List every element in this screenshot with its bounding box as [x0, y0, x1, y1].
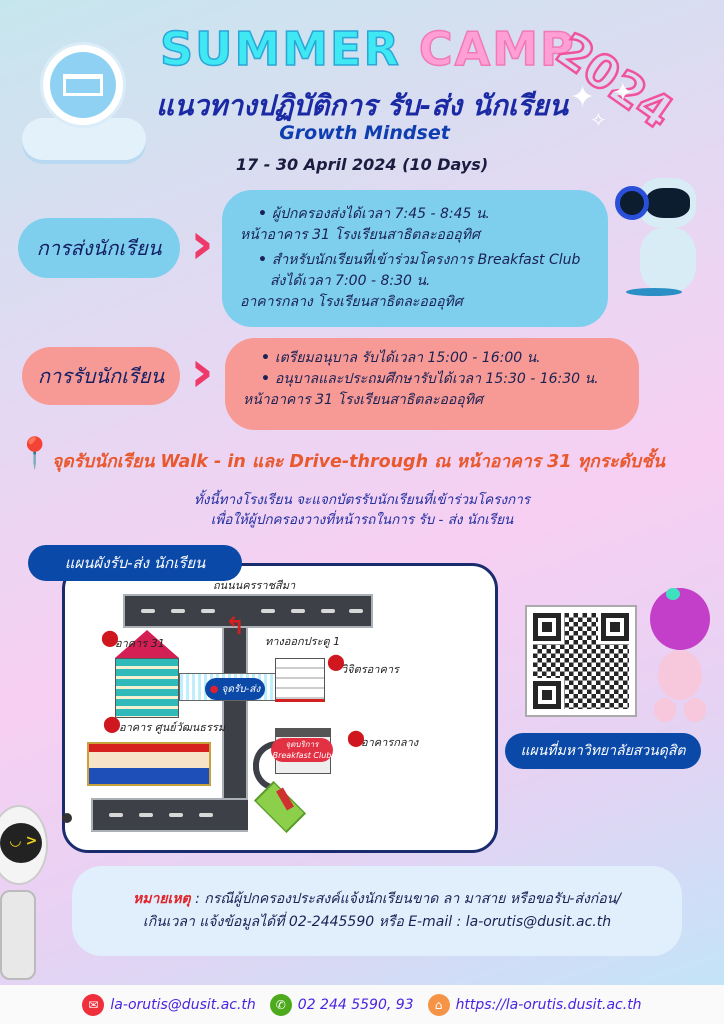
dropoff-line: สำหรับนักเรียนที่เข้าร่วมโครงการ Breakfa…: [240, 250, 590, 271]
dropoff-point-badge: ●จุดรับ-ส่ง: [205, 678, 265, 700]
map-pin-icon: ⬤: [101, 628, 119, 647]
note-box: หมายเหตุ : กรณีผู้ปกครองประสงค์แจ้งนักเร…: [72, 866, 682, 956]
location-pin-icon: 📍: [16, 436, 54, 471]
title-camp: CAMP: [418, 21, 576, 77]
central-building-label: อาคารกลาง: [361, 736, 419, 749]
building-31: [115, 658, 179, 718]
sparkle-icon: ✦: [612, 78, 634, 108]
sparkle-icon: ✦: [570, 80, 596, 115]
qr-code[interactable]: [525, 605, 637, 717]
footer-website-link[interactable]: https://la-orutis.dusit.ac.th: [455, 996, 642, 1013]
pickup-line: หน้าอาคาร 31 โรงเรียนสาธิตละอออุทิศ: [243, 392, 483, 408]
map-pin-icon: ⬤: [103, 714, 121, 733]
breakfast-point-badge: จุดบริการ Breakfast Club: [271, 738, 333, 762]
info-line: เพื่อให้ผู้ปกครองวางที่หน้ารถในการ รับ -…: [210, 512, 514, 528]
dropoff-line: อาคารกลาง โรงเรียนสาธิตละอออุทิศ: [240, 294, 463, 310]
dropoff-label: การส่งนักเรียน: [18, 218, 180, 278]
robot-magnifier-illustration: [615, 178, 700, 298]
turn-arrow-icon: ↰: [225, 612, 246, 640]
note-label: หมายเหตุ: [133, 891, 191, 907]
vijit-label: วิจิตรอาคาร: [341, 663, 399, 676]
footer-phone-text[interactable]: 02 244 5590, 93: [297, 996, 414, 1013]
footer: ✉la-orutis@dusit.ac.th ✆02 244 5590, 93 …: [0, 985, 724, 1024]
magnifier-icon: [615, 186, 649, 220]
footer-phone[interactable]: ✆ 02 244 5590, 93: [269, 993, 414, 1016]
title: SUMMER CAMP: [159, 21, 576, 77]
pickup-details: เตรียมอนุบาล รับได้เวลา 15:00 - 16:00 น.…: [225, 338, 639, 430]
dropoff-line: ผู้ปกครองส่งได้เวลา 7:45 - 8:45 น.: [240, 204, 590, 225]
pickup-line: เตรียมอนุบาล รับได้เวลา 15:00 - 16:00 น.: [243, 348, 621, 369]
footer-email-text[interactable]: la-orutis@dusit.ac.th: [110, 996, 256, 1013]
building-31-roof: [115, 630, 179, 658]
footer-email[interactable]: ✉ la-orutis@dusit.ac.th: [82, 993, 256, 1016]
mail-icon: ✉: [82, 993, 105, 1016]
pickup-point-text: จุดรับนักเรียน Walk - in และ Drive-throu…: [52, 452, 665, 472]
breakfast-label: Breakfast Club: [272, 751, 332, 760]
chevron-right-icon: ›: [190, 337, 214, 405]
university-map-label[interactable]: แผนที่มหาวิทยาลัยสวนดุสิต: [505, 733, 701, 769]
map-pin-icon: ⬤: [347, 728, 365, 747]
pickup-line: อนุบาลและประถมศึกษารับได้เวลา 15:30 - 16…: [243, 369, 621, 390]
subtitle: Growth Mindset: [279, 122, 450, 144]
exit-label: ทางออกประตู 1: [265, 635, 341, 648]
robot-wink-illustration: ◡ >: [0, 795, 72, 985]
building-31-label: อาคาร 31: [115, 637, 165, 650]
dropoff-line: หน้าอาคาร 31 โรงเรียนสาธิตละอออุทิศ: [240, 227, 480, 243]
robot-thumbs-up-illustration: [640, 580, 720, 730]
sparkle-icon: ✧: [590, 108, 607, 132]
home-icon: ⌂: [427, 993, 450, 1016]
dropoff-line: ส่งได้เวลา 7:00 - 8:30 น.: [270, 273, 431, 289]
dropoff-point-label: จุดรับ-ส่ง: [221, 683, 261, 695]
chevron-right-icon: ›: [190, 209, 214, 277]
pickup-label: การรับนักเรียน: [22, 347, 180, 405]
info-line: ทั้งนี้ทางโรงเรียน จะแจกบัตรรับนักเรียนท…: [193, 492, 531, 508]
note-line: เกินเวลา แจ้งข้อมูลได้ที่ 02-2445590 หรื…: [142, 914, 612, 930]
culture-building-label: อาคาร ศูนย์วัฒนธรรม: [119, 721, 226, 734]
school-logo: [40, 42, 126, 128]
vijit-building: [275, 658, 325, 702]
footer-website[interactable]: ⌂ https://la-orutis.dusit.ac.th: [427, 993, 642, 1016]
dropoff-details: ผู้ปกครองส่งได้เวลา 7:45 - 8:45 น. หน้าอ…: [222, 190, 608, 327]
phone-icon: ✆: [269, 993, 292, 1016]
title-summer: SUMMER: [159, 21, 401, 77]
thai-title: แนวทางปฏิบัติการ รับ-ส่ง นักเรียน: [156, 89, 568, 122]
campus-map: ↰ ถนนนครราชสีมา ทางออกประตู 1 ⬤ อาคาร 31…: [62, 563, 498, 853]
service-point-label: จุดบริการ: [285, 740, 319, 749]
culture-building: [87, 742, 211, 786]
road-label: ถนนนครราชสีมา: [213, 579, 296, 592]
map-pin-icon: ⬤: [327, 652, 345, 671]
map-heading: แผนผังรับ-ส่ง นักเรียน: [28, 545, 242, 581]
dates: 17 - 30 April 2024 (10 Days): [235, 155, 489, 174]
road: [123, 594, 373, 628]
note-line: : กรณีผู้ปกครองประสงค์แจ้งนักเรียนขาด ลา…: [190, 891, 621, 907]
